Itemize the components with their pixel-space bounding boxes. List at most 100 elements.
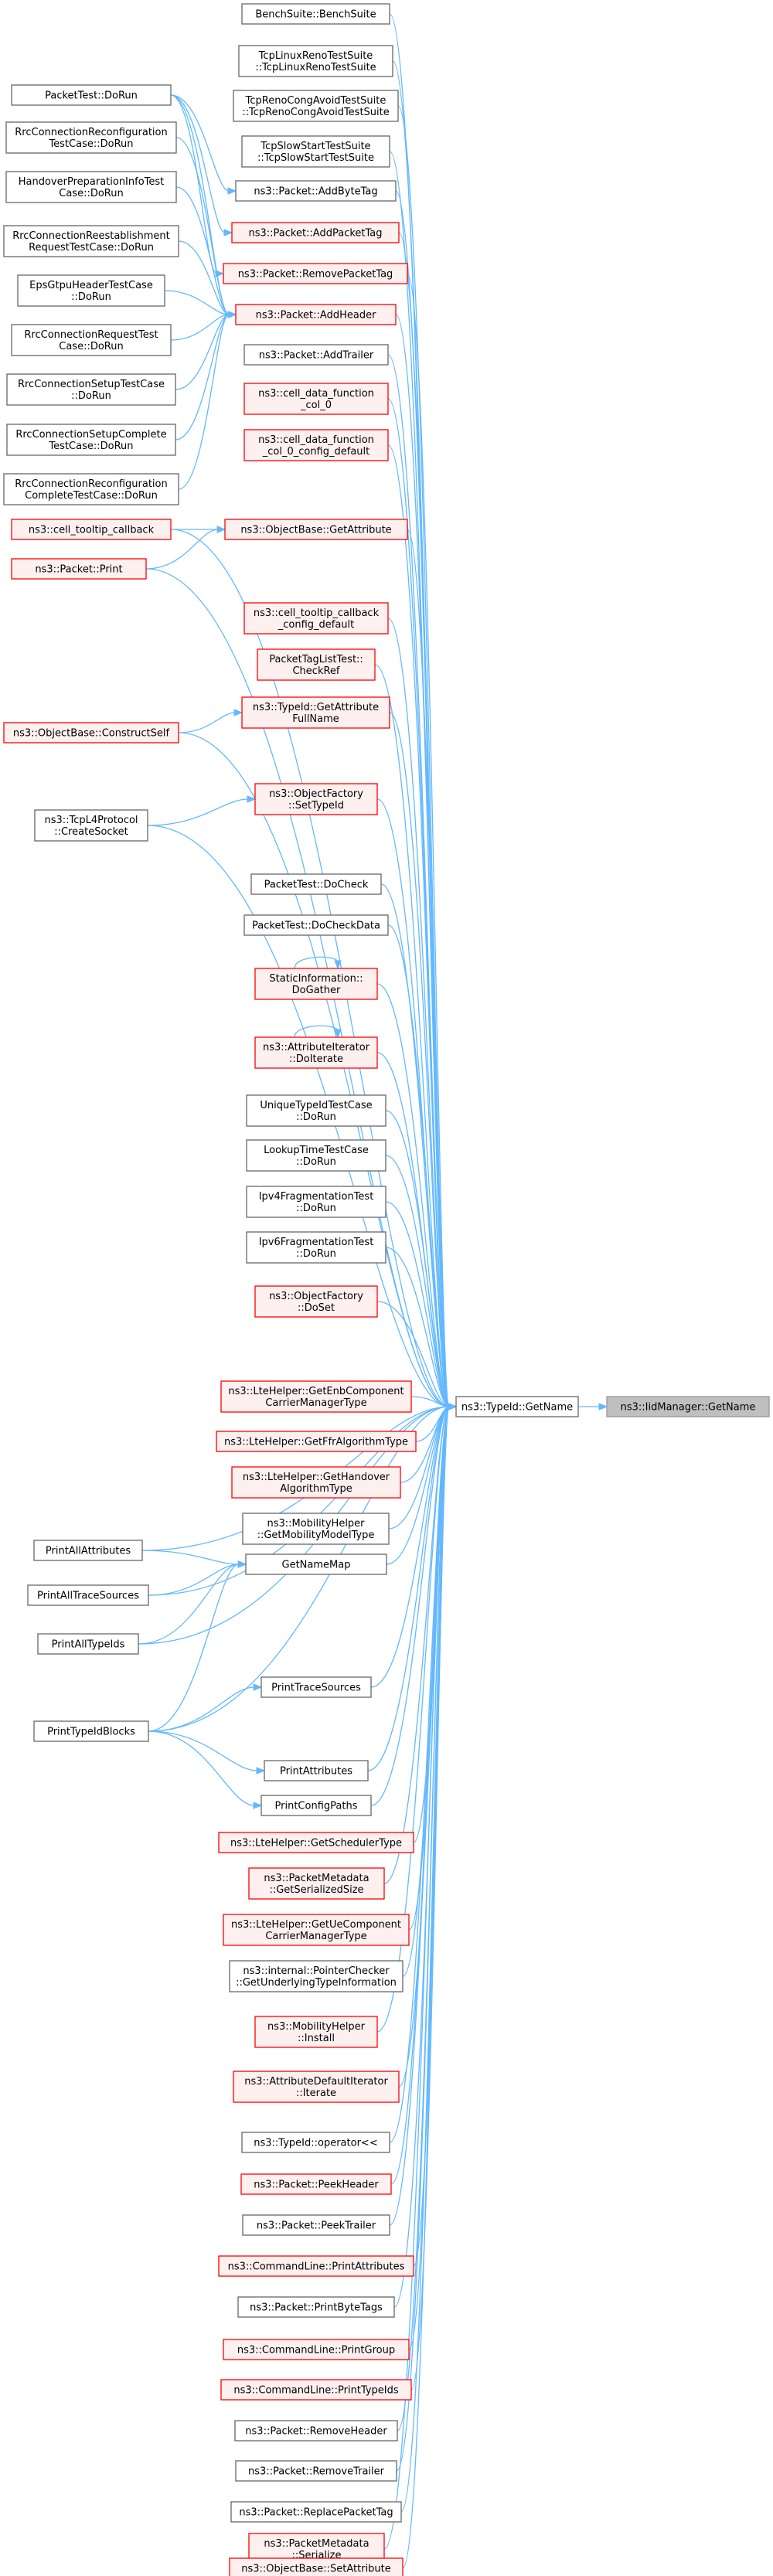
node-clprintattrs[interactable]: ns3::CommandLine::PrintAttributes — [218, 2255, 414, 2277]
node-label: ns3::Packet::PeekHeader — [254, 2180, 379, 2191]
node-settypeid[interactable]: ns3::ObjectFactory::SetTypeId — [254, 783, 378, 815]
node-label: ns3::Packet::RemoveTrailer — [248, 2466, 385, 2478]
node-label: ::CreateSocket — [54, 826, 128, 838]
node-addheader[interactable]: ns3::Packet::AddHeader — [235, 304, 397, 325]
node-printalltrace[interactable]: PrintAllTraceSources — [27, 1584, 149, 1606]
node-removetrailer[interactable]: ns3::Packet::RemoveTrailer — [235, 2460, 397, 2482]
node-epsgtpu[interactable]: EpsGtpuHeaderTestCase::DoRun — [17, 274, 165, 307]
node-pktprint[interactable]: ns3::Packet::Print — [11, 558, 147, 580]
node-tcpslow[interactable]: TcpSlowStartTestSuite::TcpSlowStartTestS… — [241, 135, 390, 168]
node-ipv4frag[interactable]: Ipv4FragmentationTest::DoRun — [246, 1186, 386, 1218]
node-dogather[interactable]: StaticInformation::DoGather — [254, 968, 378, 1000]
node-rrcreconfcomplete[interactable]: RrcConnectionReconfigurationCompleteTest… — [3, 473, 179, 505]
node-clprinttypeids[interactable]: ns3::CommandLine::PrintTypeIds — [220, 2379, 412, 2401]
node-printalltypeids[interactable]: PrintAllTypeIds — [37, 1633, 139, 1655]
node-tcplinux[interactable]: TcpLinuxRenoTestSuite::TcpLinuxRenoTestS… — [238, 45, 393, 77]
edge-arrowhead — [233, 709, 243, 716]
node-printtrace[interactable]: PrintTraceSources — [261, 1676, 372, 1698]
node-label: ::SetTypeId — [288, 800, 344, 812]
node-mobinstall[interactable]: ns3::MobilityHelper::Install — [254, 2016, 378, 2048]
node-clprintgroup[interactable]: ns3::CommandLine::PrintGroup — [223, 2339, 410, 2360]
node-uniquetypeid[interactable]: UniqueTypeIdTestCase::DoRun — [246, 1094, 386, 1127]
node-label: CarrierManagerType — [265, 1931, 366, 1942]
node-box — [248, 1867, 385, 1900]
node-pktdorun[interactable]: PacketTest::DoRun — [11, 84, 172, 106]
edge-line — [380, 883, 450, 1407]
node-label: ns3::Packet::RemoveHeader — [245, 2426, 387, 2438]
node-doset[interactable]: ns3::ObjectFactory::DoSet — [254, 1285, 378, 1318]
node-constructself[interactable]: ns3::ObjectBase::ConstructSelf — [3, 722, 179, 744]
edge-line — [376, 1406, 450, 2033]
node-label: UniqueTypeIdTestCase — [260, 1100, 372, 1111]
node-label: CheckRef — [292, 665, 339, 677]
node-getname[interactable]: ns3::TypeId::GetName — [455, 1396, 579, 1417]
node-enbcomp[interactable]: ns3::LteHelper::GetEnbComponentCarrierMa… — [220, 1380, 412, 1413]
node-rrcreconf[interactable]: RrcConnectionReconfigurationTestCase::Do… — [5, 121, 177, 154]
node-celltooltip[interactable]: ns3::cell_tooltip_callback — [11, 519, 172, 540]
node-pointerchk[interactable]: ns3::internal::PointerChecker::GetUnderl… — [229, 1960, 404, 1992]
node-bench[interactable]: BenchSuite::BenchSuite — [241, 3, 390, 25]
node-rrcsetup[interactable]: RrcConnectionSetupTestCase::DoRun — [6, 373, 176, 406]
node-box — [11, 84, 172, 106]
node-peektrailer[interactable]: ns3::Packet::PeekTrailer — [242, 2214, 390, 2236]
node-peekheader[interactable]: ns3::Packet::PeekHeader — [240, 2173, 392, 2195]
node-label: Ipv6FragmentationTest — [259, 1237, 374, 1248]
node-label: RrcConnectionReconfiguration — [15, 127, 167, 138]
edge-printtypeidblocks-to-printtrace — [148, 1683, 263, 1732]
node-label: ns3::ObjectFactory — [269, 1291, 363, 1302]
node-cell0cfg[interactable]: ns3::cell_data_function_col_0_config_def… — [243, 429, 389, 461]
node-box — [254, 2016, 378, 2048]
node-printtypeidblocks[interactable]: PrintTypeIdBlocks — [33, 1720, 149, 1742]
node-serialsize[interactable]: ns3::PacketMetadata::GetSerializedSize — [248, 1867, 385, 1900]
node-getattr[interactable]: ns3::ObjectBase::GetAttribute — [224, 519, 408, 540]
node-printcfg[interactable]: PrintConfigPaths — [261, 1795, 372, 1816]
node-celltooltipcfg[interactable]: ns3::cell_tooltip_callback_config_defaul… — [243, 602, 389, 635]
node-doiterate[interactable]: ns3::AttributeIterator::DoIterate — [254, 1036, 378, 1069]
node-box — [606, 1396, 770, 1417]
node-tcpreno[interactable]: TcpRenoCongAvoidTestSuite::TcpRenoCongAv… — [233, 90, 399, 122]
node-printallattrs[interactable]: PrintAllAttributes — [33, 1540, 143, 1561]
node-scheduler[interactable]: ns3::LteHelper::GetSchedulerType — [218, 1832, 414, 1853]
node-removepackettag[interactable]: ns3::Packet::RemovePacketTag — [223, 263, 408, 284]
node-mobilitytype[interactable]: ns3::MobilityHelper::GetMobilityModelTyp… — [242, 1513, 390, 1545]
edge-printtypeidblocks-to-printattrs — [148, 1730, 266, 1775]
node-box — [34, 809, 148, 842]
node-pkttaglist[interactable]: PacketTagListTest::CheckRef — [257, 648, 376, 681]
node-root[interactable]: ns3::IidManager::GetName — [606, 1396, 770, 1417]
node-box — [254, 783, 378, 815]
node-setattribute[interactable]: ns3::ObjectBase::SetAttribute — [229, 2557, 404, 2576]
node-printbytetags[interactable]: ns3::Packet::PrintByteTags — [237, 2296, 395, 2318]
node-rrcsetupcomplete[interactable]: RrcConnectionSetupCompleteTestCase::DoRu… — [6, 424, 176, 456]
node-label: ns3::MobilityHelper — [267, 1518, 365, 1530]
node-attrdefiter[interactable]: ns3::AttributeDefaultIterator::Iterate — [233, 2071, 400, 2103]
node-removeheader[interactable]: ns3::Packet::RemoveHeader — [234, 2420, 398, 2442]
node-uecomp[interactable]: ns3::LteHelper::GetUeComponentCarrierMan… — [223, 1914, 410, 1946]
node-box — [241, 2132, 390, 2153]
node-operatorll[interactable]: ns3::TypeId::operator<< — [241, 2132, 390, 2153]
node-addtrailer[interactable]: ns3::Packet::AddTrailer — [243, 344, 389, 366]
node-ffralgo[interactable]: ns3::LteHelper::GetFfrAlgorithmType — [216, 1431, 417, 1452]
node-rrcreest[interactable]: RrcConnectionReestablishmentRequestTestC… — [3, 225, 179, 257]
node-cell0[interactable]: ns3::cell_data_function_col_0 — [243, 383, 389, 415]
edge-printtypeidblocks-to-printcfg — [148, 1730, 263, 1809]
node-docheck[interactable]: PacketTest::DoCheck — [250, 873, 382, 895]
node-box — [233, 2071, 400, 2103]
edge-line — [148, 1564, 240, 1596]
node-lookuptime[interactable]: LookupTimeTestCase::DoRun — [246, 1139, 386, 1172]
node-printattrs[interactable]: PrintAttributes — [264, 1760, 369, 1781]
node-getnamemap[interactable]: GetNameMap — [245, 1553, 387, 1575]
node-docheckdata[interactable]: PacketTest::DoCheckData — [243, 914, 389, 936]
node-ipv6frag[interactable]: Ipv6FragmentationTest::DoRun — [246, 1231, 386, 1264]
node-addpackettag[interactable]: ns3::Packet::AddPacketTag — [231, 222, 400, 243]
edge-dogather-to-dogather — [294, 956, 342, 970]
node-tcpl4[interactable]: ns3::TcpL4Protocol::CreateSocket — [34, 809, 148, 842]
edge-line — [164, 290, 230, 315]
node-label: RrcConnectionReestablishment — [12, 230, 170, 242]
node-box — [246, 1186, 386, 1218]
node-addbytetag[interactable]: ns3::Packet::AddByteTag — [235, 180, 397, 202]
node-replacepkttag[interactable]: ns3::Packet::ReplacePacketTag — [230, 2501, 402, 2523]
